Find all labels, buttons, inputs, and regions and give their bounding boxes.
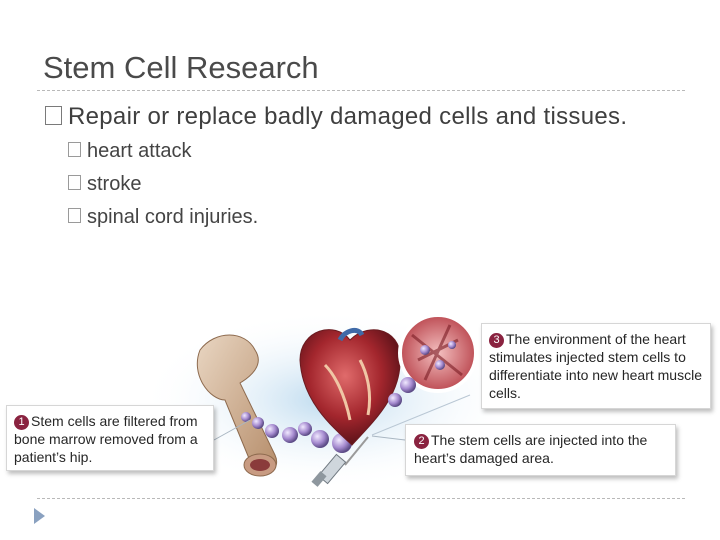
sub-bullet: heart attack [68, 140, 192, 163]
bullet-checkbox-icon [68, 208, 81, 224]
sub-bullet-text: spinal cord injuries. [87, 206, 259, 228]
footer-divider [37, 498, 685, 499]
slide-title: Stem Cell Research [43, 50, 319, 85]
step-number-badge: 1 [14, 415, 29, 430]
sub-bullet: spinal cord injuries. [68, 206, 258, 229]
leader-line [371, 435, 406, 441]
sub-bullet: stroke [68, 173, 141, 196]
sub-bullet-text: heart attack [87, 140, 192, 162]
step-number-badge: 3 [489, 333, 504, 348]
syringe-icon [311, 436, 369, 487]
heart-icon [299, 327, 401, 446]
step-number-badge: 2 [414, 434, 429, 449]
bone-icon [196, 334, 278, 477]
magnified-cells-view [371, 313, 478, 436]
main-bullet-text: Repair or replace badly damaged cells an… [68, 103, 628, 130]
stem-cell-therapy-illustration [140, 310, 520, 490]
bullet-checkbox-icon [68, 175, 81, 191]
callout-text: The stem cells are injected into the hea… [414, 432, 648, 466]
bullet-checkbox-icon [45, 106, 62, 126]
stem-cells-stream [241, 412, 352, 453]
callout-text: Stem cells are filtered from bone marrow… [14, 413, 198, 465]
title-divider [37, 90, 685, 91]
next-slide-arrow-icon[interactable] [34, 508, 45, 524]
bullet-checkbox-icon [68, 142, 81, 158]
leader-line [213, 419, 251, 441]
sub-bullet-text: stroke [87, 173, 142, 195]
callout-text: The environment of the heart stimulates … [489, 331, 702, 401]
main-bullet: Repair or replace badly damaged cells an… [45, 103, 627, 131]
